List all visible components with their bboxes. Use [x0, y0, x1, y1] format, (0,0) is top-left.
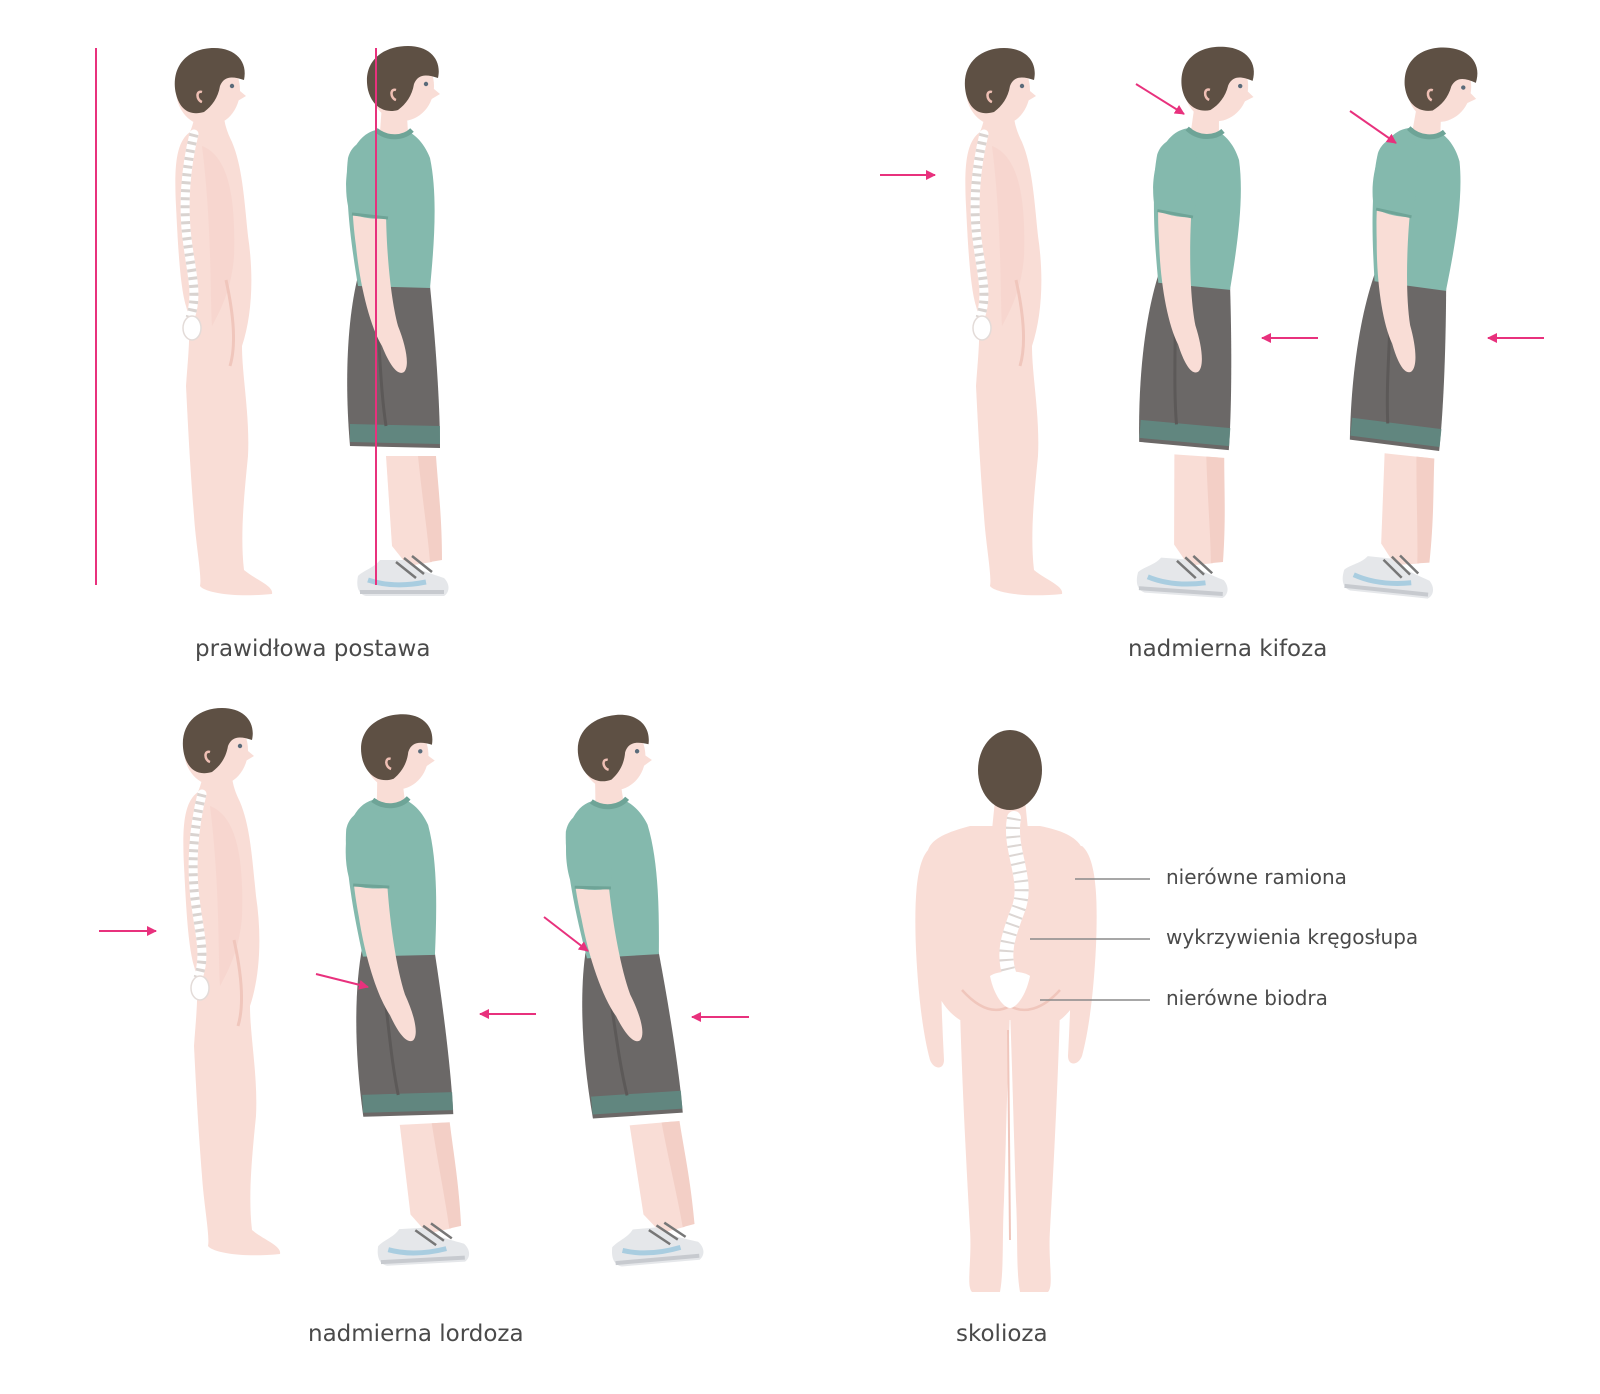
figure-lordosis-skeleton	[183, 708, 280, 1255]
figure-normal-skeleton	[175, 48, 272, 595]
arrow-kyphosis-neck-2	[1349, 110, 1397, 144]
panel-lordosis	[99, 708, 749, 1268]
arrow-kyphosis-neck-1	[1135, 83, 1185, 115]
caption-kyphosis: nadmierna kifoza	[1128, 636, 1328, 662]
panel-scoliosis	[915, 730, 1150, 1292]
arrow-lordosis-buttock-2	[543, 916, 589, 952]
label-spine-curvature: wykrzywienia kręgosłupa	[1166, 925, 1419, 949]
label-uneven-hips: nierówne biodra	[1166, 986, 1328, 1010]
figure-kyphosis-skeleton	[965, 48, 1062, 595]
figure-scoliosis-back	[915, 730, 1097, 1292]
figure-kyphosis-clothed-2	[1330, 41, 1489, 599]
figure-lordosis-clothed-2	[554, 711, 704, 1268]
caption-scoliosis: skolioza	[956, 1321, 1048, 1347]
arrow-lordosis-buttock-1	[315, 973, 369, 990]
panel-normal-posture	[95, 46, 449, 596]
figure-normal-clothed	[346, 46, 448, 596]
caption-normal-posture: prawidłowa postawa	[195, 636, 431, 662]
figure-lordosis-clothed-1	[338, 712, 469, 1267]
label-uneven-shoulders: nierówne ramiona	[1166, 865, 1347, 889]
caption-lordosis: nadmierna lordoza	[308, 1321, 524, 1347]
figure-kyphosis-clothed-1	[1125, 43, 1266, 599]
panel-kyphosis	[880, 41, 1544, 599]
